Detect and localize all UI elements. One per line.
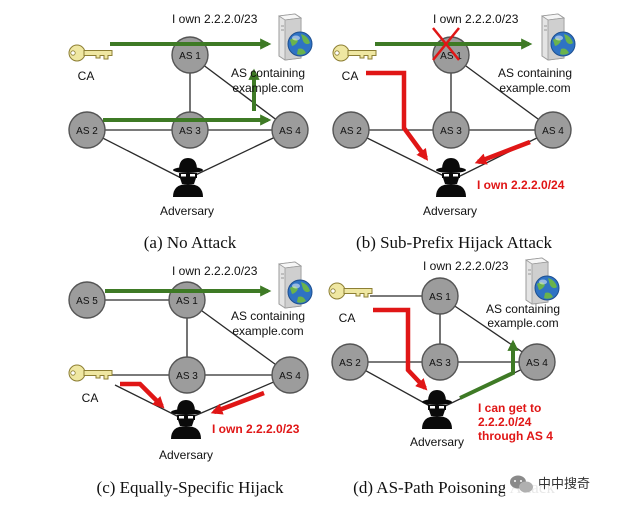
as-node: AS 4 <box>271 111 309 149</box>
svg-text:AS 4: AS 4 <box>526 358 548 369</box>
key-icon <box>68 44 113 62</box>
as-node: AS 1 <box>421 277 459 315</box>
as-node: AS 3 <box>432 111 470 149</box>
svg-text:AS 4: AS 4 <box>542 126 564 137</box>
adversary-label: Adversary <box>423 204 477 218</box>
server-globe-icon <box>278 13 313 61</box>
spy-icon <box>171 400 201 439</box>
adversary-label: Adversary <box>410 435 464 449</box>
as-node: AS 3 <box>421 343 459 381</box>
ca-label: CA <box>339 311 356 325</box>
adversary-label: Adversary <box>160 204 214 218</box>
as-node: AS 3 <box>168 356 206 394</box>
attack-claim-label: I own 2.2.2.0/23 <box>212 422 300 436</box>
caption: (d) AS-Path Poisoning Attack <box>353 478 555 497</box>
watermark: 中中搜奇 <box>505 471 617 495</box>
spy-icon <box>436 158 466 197</box>
server-globe-icon <box>525 257 560 305</box>
ca-label: CA <box>82 391 99 405</box>
server-label: AS containing <box>231 66 305 80</box>
svg-text:AS 4: AS 4 <box>279 371 301 382</box>
as-node: AS 4 <box>534 111 572 149</box>
as-node: AS 4 <box>518 343 556 381</box>
wechat-icon <box>510 475 533 493</box>
cross-mark <box>432 27 460 61</box>
attack-claim-label: I can get to <box>478 401 541 415</box>
key-icon <box>328 282 373 300</box>
server-label: example.com <box>499 81 570 95</box>
caption: (c) Equally-Specific Hijack <box>97 478 284 497</box>
svg-text:AS 1: AS 1 <box>176 296 198 307</box>
as-node: AS 2 <box>331 343 369 381</box>
server-label: example.com <box>232 324 303 338</box>
as-node: AS 2 <box>68 111 106 149</box>
panel-a: AS 1 AS 2 AS 3 AS 4 I own 2.2.2.0/23 CA … <box>68 12 313 252</box>
as-node: AS 2 <box>332 111 370 149</box>
svg-text:AS 1: AS 1 <box>179 51 201 62</box>
server-label: example.com <box>232 81 303 95</box>
watermark-text: 中中搜奇 <box>538 476 590 492</box>
svg-text:AS 1: AS 1 <box>440 51 462 62</box>
svg-text:AS 2: AS 2 <box>339 358 361 369</box>
ca-label: CA <box>342 69 359 83</box>
attack-claim-label: I own 2.2.2.0/24 <box>477 178 565 192</box>
caption: (a) No Attack <box>144 233 237 252</box>
ownership-label: I own 2.2.2.0/23 <box>433 12 519 26</box>
server-globe-icon <box>278 261 313 309</box>
server-globe-icon <box>541 13 576 61</box>
spy-icon <box>173 158 203 197</box>
svg-text:AS 5: AS 5 <box>76 296 98 307</box>
as-node: AS 5 <box>68 281 106 319</box>
panel-b: AS 1 AS 2 AS 3 AS 4 I own 2.2.2.0/23 CA … <box>332 12 576 252</box>
svg-text:AS 1: AS 1 <box>429 292 451 303</box>
as-node: AS 3 <box>171 111 209 149</box>
panel-c: AS 5 AS 1 AS 3 AS 4 I own 2.2.2.0/23 CA … <box>68 261 313 497</box>
svg-text:AS 3: AS 3 <box>429 358 451 369</box>
key-icon <box>332 44 377 62</box>
svg-text:AS 2: AS 2 <box>340 126 362 137</box>
attack-claim-label: 2.2.2.0/24 <box>478 415 532 429</box>
ca-label: CA <box>78 69 95 83</box>
server-label: example.com <box>487 316 558 330</box>
attack-claim-label: through AS 4 <box>478 429 553 443</box>
server-label: AS containing <box>486 302 560 316</box>
spy-icon <box>422 390 452 429</box>
svg-text:AS 3: AS 3 <box>179 126 201 137</box>
svg-text:AS 2: AS 2 <box>76 126 98 137</box>
svg-text:AS 3: AS 3 <box>176 371 198 382</box>
as-node: AS 4 <box>271 356 309 394</box>
adversary-label: Adversary <box>159 448 213 462</box>
panel-d: AS 1 AS 2 AS 3 AS 4 I own 2.2.2.0/23 CA … <box>328 257 560 497</box>
as-node: AS 1 <box>168 281 206 319</box>
caption: (b) Sub-Prefix Hijack Attack <box>356 233 552 252</box>
ownership-label: I own 2.2.2.0/23 <box>172 264 258 278</box>
ownership-label: I own 2.2.2.0/23 <box>172 12 258 26</box>
server-label: AS containing <box>498 66 572 80</box>
server-label: AS containing <box>231 309 305 323</box>
svg-text:AS 3: AS 3 <box>440 126 462 137</box>
key-icon <box>68 364 113 382</box>
ownership-label: I own 2.2.2.0/23 <box>423 259 509 273</box>
svg-text:AS 4: AS 4 <box>279 126 301 137</box>
